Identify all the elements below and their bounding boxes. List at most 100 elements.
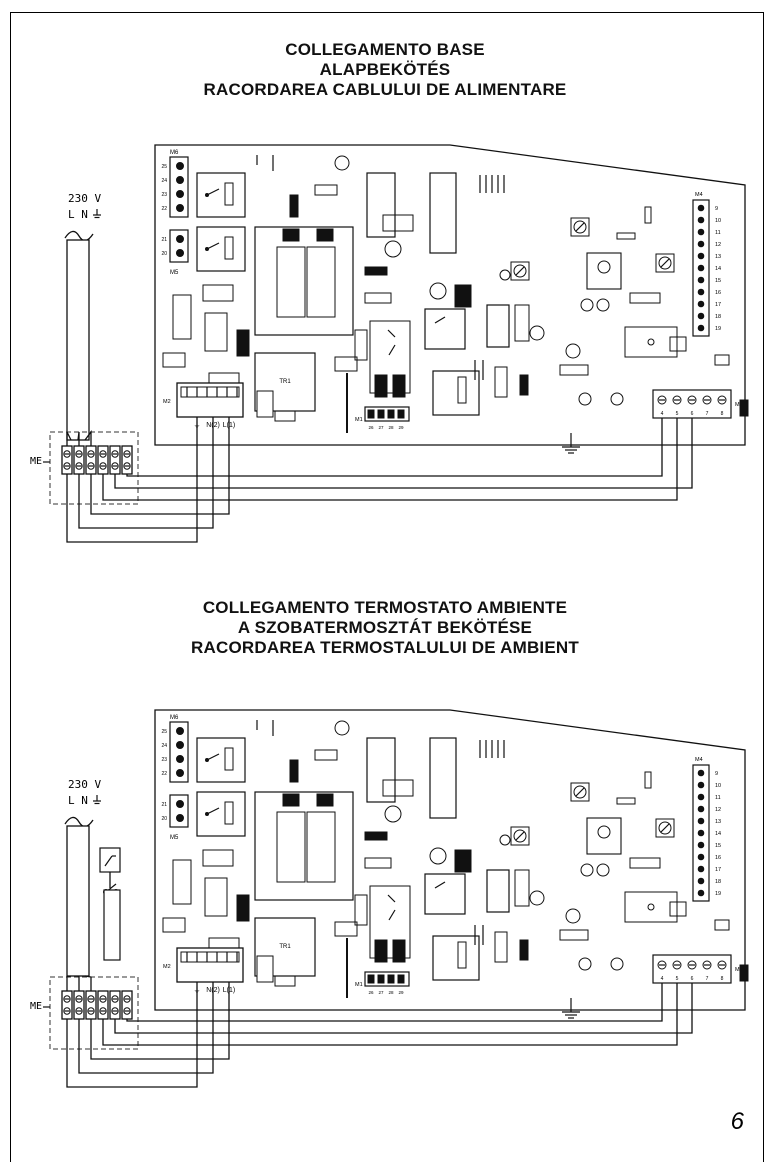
connector-m4-pin xyxy=(697,252,705,260)
terminal-cell xyxy=(121,990,133,1020)
fuse xyxy=(739,399,749,417)
component xyxy=(382,779,414,797)
connector-m4-pin xyxy=(697,288,705,296)
connector-m2-terminal-label: ⏚ xyxy=(194,986,201,994)
connector-m4-pin xyxy=(697,805,705,813)
connector-m4-pin-label: 14 xyxy=(715,831,721,837)
terminal-cell xyxy=(85,445,97,475)
connector-m4-pin-label: 11 xyxy=(715,795,721,801)
neutral-wire xyxy=(78,417,214,529)
component xyxy=(334,921,358,937)
socket-tab xyxy=(669,336,687,352)
connector-m4-pin-label: 15 xyxy=(715,278,721,284)
relay-large xyxy=(366,172,396,238)
connector-m1: M1 26 27 28 29 xyxy=(355,406,410,430)
connector-m6-pin xyxy=(176,741,184,749)
connector-m5-body xyxy=(169,229,189,263)
connector-m1-pin-label: 28 xyxy=(388,425,394,430)
capacitor-box xyxy=(204,877,228,917)
potentiometer xyxy=(655,253,675,273)
terminal-screw xyxy=(123,1007,131,1015)
section1-heading: COLLEGAMENTO BASE ALAPBEKÖTÉS RACORDAREA… xyxy=(0,40,770,100)
connector-m3-pin-label: 5 xyxy=(676,976,679,982)
regulator xyxy=(586,252,622,290)
connector-m6-pin xyxy=(176,727,184,735)
potentiometer-slot xyxy=(575,787,585,797)
resistor xyxy=(364,292,392,304)
connector-m4-pin-label: 13 xyxy=(715,819,721,825)
connector-m5-pin xyxy=(176,249,184,257)
potentiometer xyxy=(570,217,590,237)
connector-m3-pin-label: 7 xyxy=(706,411,709,417)
resistor xyxy=(364,857,392,869)
resistor xyxy=(354,329,368,361)
component xyxy=(714,919,730,931)
connector-m4-pin xyxy=(697,228,705,236)
component xyxy=(256,955,274,983)
transformer-block xyxy=(254,226,354,336)
component xyxy=(714,354,730,366)
connector-m1-label: M1 xyxy=(355,417,363,423)
connector-m1-label: M1 xyxy=(355,982,363,988)
component xyxy=(172,294,192,340)
capacitor xyxy=(578,392,592,406)
section2-title-line-3: RACORDAREA TERMOSTALULUI DE AMBIENT xyxy=(191,638,579,657)
connector-m5-pin xyxy=(176,800,184,808)
component xyxy=(392,939,406,963)
resistor xyxy=(494,931,508,963)
connector-m5-pin xyxy=(176,235,184,243)
connector-m6-pin xyxy=(176,190,184,198)
connector-m6-pin-label: 24 xyxy=(161,743,167,749)
transformer-small xyxy=(486,304,510,348)
wiring-diagram-room-thermostat: M6252423222120M5TR1M49101112131415161718… xyxy=(30,709,749,1088)
connector-m3-pin-label: 8 xyxy=(721,411,724,417)
connector-m1-pin-label: 27 xyxy=(378,425,384,430)
pump-wire xyxy=(114,418,693,489)
cable-end xyxy=(64,230,94,242)
relay-coil xyxy=(224,182,234,206)
thermostat-contact xyxy=(104,855,113,867)
potentiometer-slot xyxy=(660,823,670,833)
supply-labels: 230 V L N xyxy=(68,778,101,807)
ic-chip xyxy=(429,737,457,819)
capacitor xyxy=(429,847,447,865)
terminal-cell xyxy=(85,990,97,1020)
component xyxy=(162,352,186,368)
relay-body xyxy=(196,226,246,272)
potentiometer xyxy=(510,261,530,281)
terminal-screw xyxy=(87,450,95,458)
terminal-screw xyxy=(75,450,83,458)
capacitor xyxy=(499,834,511,846)
connector-m6-pin-label: 22 xyxy=(161,206,167,212)
supply-voltage-label: 230 V xyxy=(68,192,101,205)
connector-m4-pin-label: 12 xyxy=(715,807,721,813)
resistor xyxy=(514,304,530,342)
connector-m1-pin-label: 26 xyxy=(368,425,374,430)
terminal-cell xyxy=(73,445,85,475)
capacitor xyxy=(610,957,624,971)
supply-wire xyxy=(66,431,72,446)
supply-wire xyxy=(84,975,92,991)
thermostat-body xyxy=(99,847,121,873)
connector-m4-pin xyxy=(697,817,705,825)
section1-title-line-2: ALAPBEKÖTÉS xyxy=(319,60,451,79)
connector-m3-screw xyxy=(702,395,712,405)
supply-phase-label: L N xyxy=(68,794,88,807)
supply-voltage-label: 230 V xyxy=(68,778,101,791)
diode-pack xyxy=(454,284,472,308)
connector-m4-pin xyxy=(697,793,705,801)
connector-m4-pin-label: 14 xyxy=(715,266,721,272)
section1-title-line-3: RACORDAREA CABLULUI DE ALIMENTARE xyxy=(203,80,567,99)
relay xyxy=(432,935,480,981)
terminal-screw xyxy=(111,450,119,458)
connector-m6-pin-label: 24 xyxy=(161,178,167,184)
connector-m5-pin-label: 20 xyxy=(161,251,167,257)
connector-m2-terminal-labels: ⏚N(2)L(1) xyxy=(194,421,236,429)
regulator-screw xyxy=(597,260,611,274)
connector-m1-pin-label: 29 xyxy=(398,425,404,430)
connector-m6-pin-label: 23 xyxy=(161,757,167,763)
pump-wire xyxy=(102,418,678,501)
